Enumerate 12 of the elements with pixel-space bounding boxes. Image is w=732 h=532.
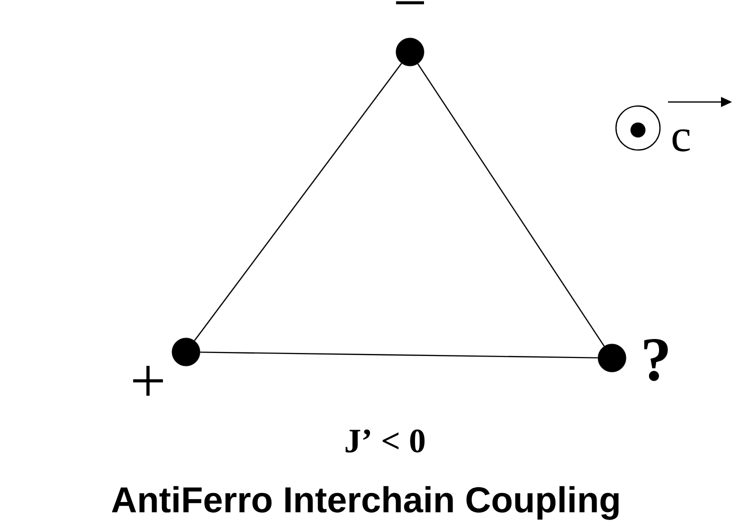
coupling-label: J’ < 0 <box>346 430 425 452</box>
dot <box>598 344 626 372</box>
dot <box>172 338 200 366</box>
line <box>417 64 605 346</box>
line <box>200 352 598 358</box>
sign-label: − <box>396 1 424 4</box>
sign-label: ? <box>644 339 668 381</box>
dot <box>396 38 424 66</box>
caption: AntiFerro Interchain Coupling <box>112 486 619 520</box>
sign-label: + <box>133 366 163 396</box>
vector-label: c <box>672 129 690 152</box>
line <box>194 63 402 341</box>
